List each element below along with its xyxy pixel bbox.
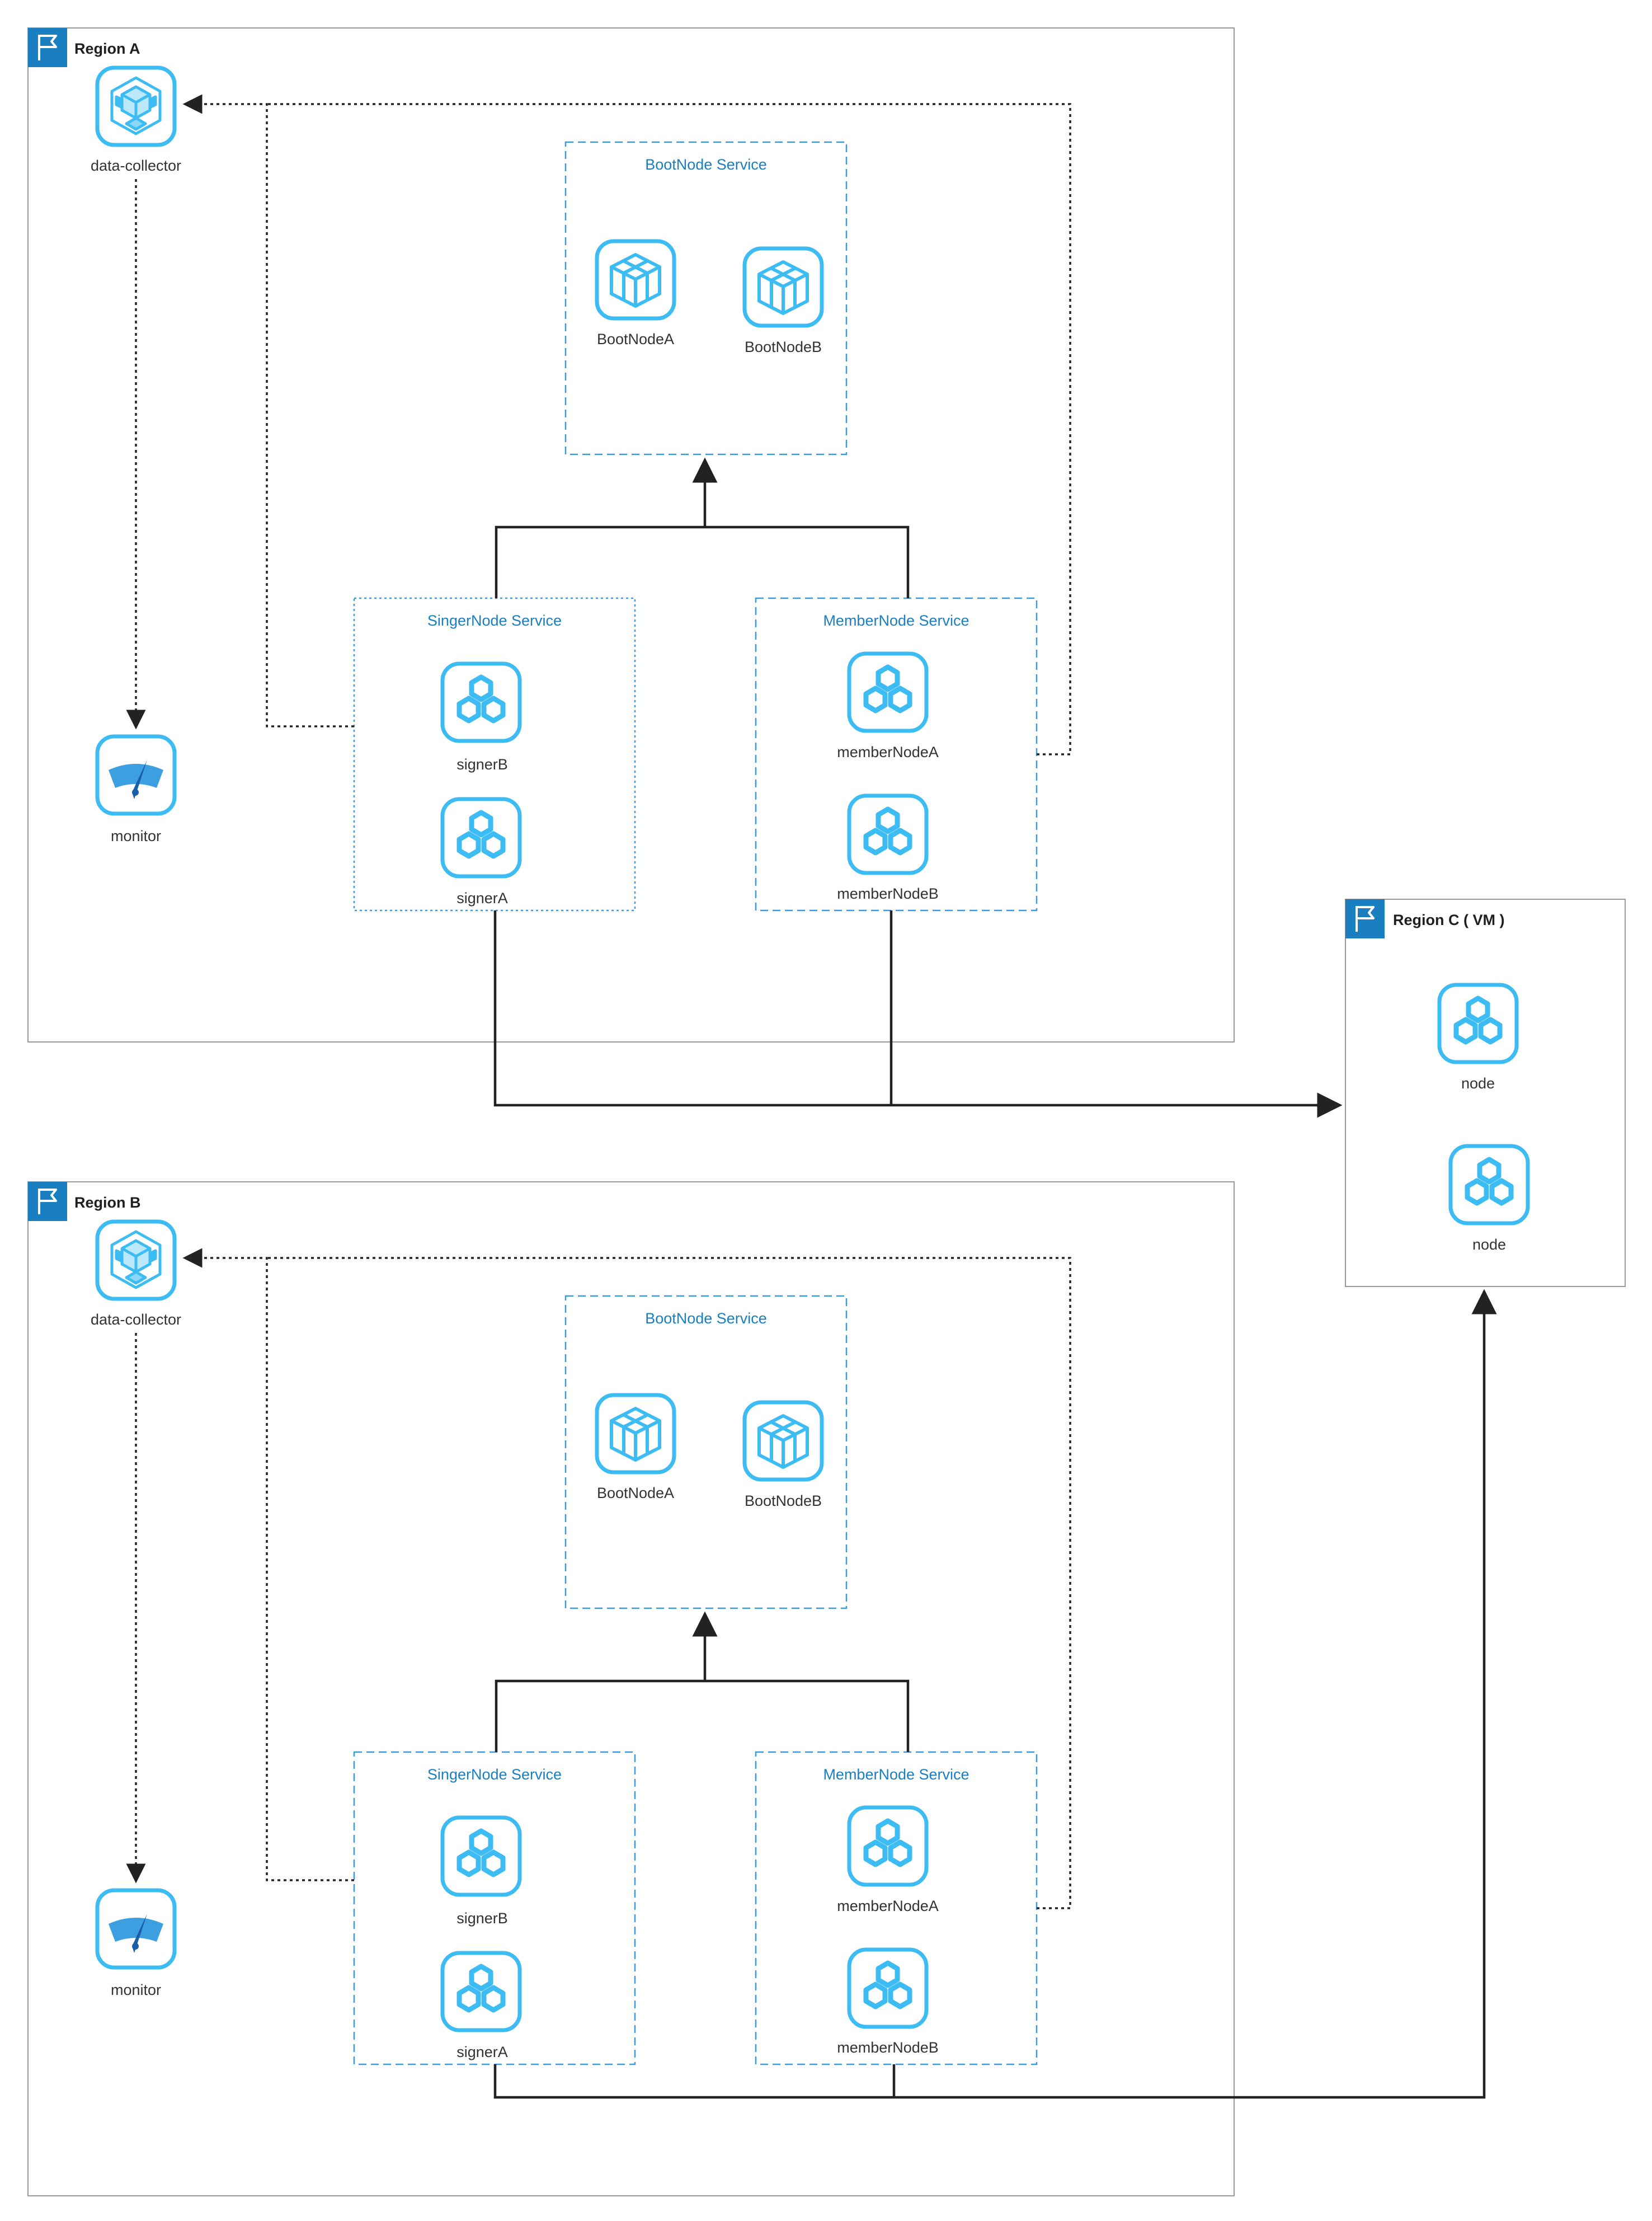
bootnode-service: BootNode Service BootNodeA BootNodeB: [564, 141, 848, 456]
singernode-service: SingerNode Service signerB signerA: [353, 597, 636, 912]
membernode-service: MemberNode Service memberNodeA memberNod…: [755, 597, 1038, 912]
region-b-frame: [27, 1181, 1235, 2196]
hexagon-cluster-icon[interactable]: [849, 1807, 926, 1885]
node-label: node: [1472, 1236, 1506, 1253]
region-c-title: Region C ( VM ): [1393, 912, 1504, 928]
data-collector-icon[interactable]: [97, 68, 175, 145]
region-b-title: Region B: [74, 1194, 141, 1211]
monitor-label: monitor: [111, 828, 161, 844]
flag-icon: [1345, 899, 1385, 938]
signer-a-label: signerA: [456, 890, 508, 907]
member-node-b-label: memberNodeB: [837, 885, 939, 902]
bootnode-service-title: BootNode Service: [645, 1310, 767, 1327]
region-a-connectors: [126, 94, 1343, 1118]
monitor-icon[interactable]: [97, 1890, 175, 1968]
membernode-service-title: MemberNode Service: [823, 612, 969, 629]
singernode-service-title: SingerNode Service: [427, 1766, 562, 1783]
bootnode-a-label: BootNodeA: [597, 1485, 674, 1501]
region-c-frame: [1345, 899, 1626, 1287]
hexagon-cluster-icon[interactable]: [443, 1818, 520, 1895]
box-icon[interactable]: [597, 1395, 674, 1472]
region-a-frame: [27, 27, 1235, 1043]
hexagon-cluster-icon[interactable]: [849, 654, 926, 731]
bootnode-b-label: BootNodeB: [745, 1492, 822, 1509]
hexagon-cluster-icon[interactable]: [849, 796, 926, 873]
hexagon-cluster-icon[interactable]: [443, 1953, 520, 2030]
singernode-service: SingerNode Service signerB signerA: [353, 1751, 636, 2065]
monitor-label: monitor: [111, 1981, 161, 1998]
hexagon-cluster-icon[interactable]: [849, 1950, 926, 2027]
signer-a-label: signerA: [456, 2044, 508, 2060]
bootnode-service-title: BootNode Service: [645, 156, 767, 173]
box-icon[interactable]: [597, 241, 674, 318]
signer-b-label: signerB: [456, 756, 508, 773]
region-c: Region C ( VM ) node node: [1345, 899, 1626, 1287]
membernode-service: MemberNode Service memberNodeA memberNod…: [755, 1751, 1038, 2065]
box-icon[interactable]: [745, 248, 822, 326]
hexagon-cluster-icon[interactable]: [443, 664, 520, 741]
hexagon-cluster-icon[interactable]: [1451, 1146, 1528, 1223]
data-collector-icon[interactable]: [97, 1222, 175, 1299]
monitor-icon[interactable]: [97, 736, 175, 814]
region-b-connectors: [126, 1248, 1497, 2099]
signer-b-label: signerB: [456, 1910, 508, 1927]
member-node-a-label: memberNodeA: [837, 1898, 939, 1914]
flag-icon: [28, 1182, 67, 1221]
member-node-a-label: memberNodeA: [837, 744, 939, 760]
bootnode-b-label: BootNodeB: [745, 339, 822, 355]
data-collector-label: data-collector: [91, 1311, 181, 1328]
region-a: Region A data-collector monitor BootNode…: [27, 27, 1343, 1118]
flag-icon: [28, 28, 67, 67]
hexagon-cluster-icon[interactable]: [1439, 985, 1517, 1062]
bootnode-service: BootNode Service BootNodeA BootNodeB: [564, 1295, 848, 1609]
bootnode-a-label: BootNodeA: [597, 331, 674, 348]
data-collector-label: data-collector: [91, 157, 181, 174]
singernode-service-title: SingerNode Service: [427, 612, 562, 629]
node-label: node: [1461, 1075, 1495, 1092]
region-b: Region B data-collector monitor BootNode…: [27, 1181, 1497, 2196]
box-icon[interactable]: [745, 1402, 822, 1480]
hexagon-cluster-icon[interactable]: [443, 799, 520, 876]
region-a-title: Region A: [74, 40, 140, 57]
member-node-b-label: memberNodeB: [837, 2039, 939, 2056]
membernode-service-title: MemberNode Service: [823, 1766, 969, 1783]
